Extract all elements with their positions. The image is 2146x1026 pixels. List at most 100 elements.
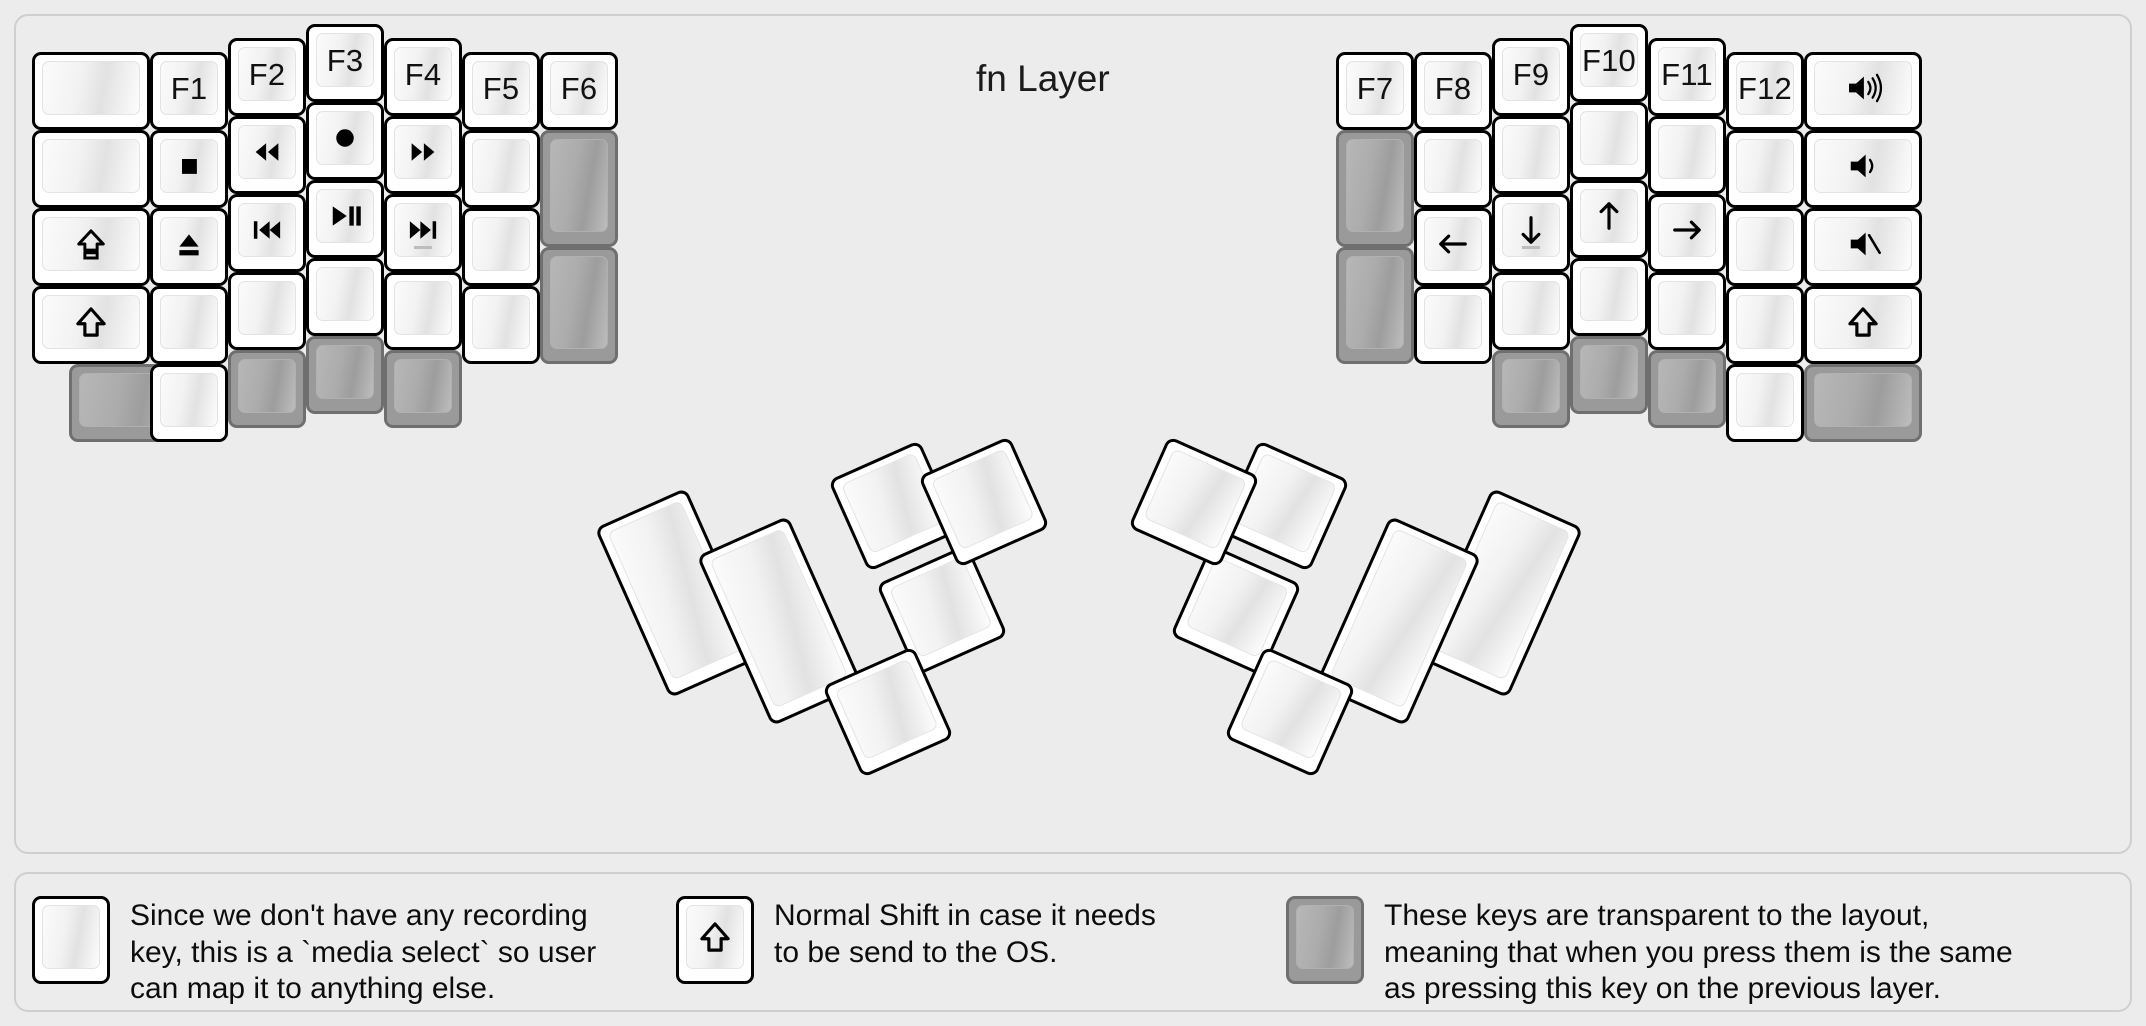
blank-key[interactable] <box>1414 130 1492 208</box>
transparent-key[interactable] <box>306 336 384 414</box>
legend-item: Normal Shift in case it needs to be send… <box>676 896 1156 984</box>
thumb-r5[interactable] <box>1127 435 1261 569</box>
transparent-key[interactable] <box>1336 247 1414 364</box>
keycap-face <box>238 203 296 257</box>
volume-up-icon[interactable] <box>1804 52 1922 130</box>
media-record-icon[interactable] <box>306 102 384 180</box>
keycap-face <box>1736 139 1794 193</box>
f11-key[interactable]: F11 <box>1648 38 1726 116</box>
transparent-key[interactable] <box>1648 350 1726 428</box>
blank-key[interactable] <box>462 208 540 286</box>
f7-key[interactable]: F7 <box>1336 52 1414 130</box>
keycap-face <box>1658 47 1716 101</box>
keycap-face <box>472 295 530 349</box>
transparent-key[interactable] <box>1336 130 1414 247</box>
blank-key[interactable] <box>462 286 540 364</box>
transparent-key[interactable] <box>540 247 618 364</box>
keycap-face <box>550 139 608 232</box>
blank-key[interactable] <box>1414 286 1492 364</box>
keycap-face <box>1502 47 1560 101</box>
keycap-face <box>930 448 1035 551</box>
keycap-face <box>472 139 530 193</box>
blank-key[interactable] <box>1726 364 1804 442</box>
blank-key[interactable] <box>1570 258 1648 336</box>
keycap-face <box>160 217 218 271</box>
keycap-face <box>1502 281 1560 335</box>
media-eject-icon[interactable] <box>150 208 228 286</box>
caps-lock-icon[interactable] <box>32 208 150 286</box>
media-prev-track-icon[interactable] <box>228 194 306 272</box>
media-next-track-icon[interactable] <box>384 194 462 272</box>
keycap-face <box>316 345 374 399</box>
transparent-key[interactable] <box>540 130 618 247</box>
f2-key[interactable]: F2 <box>228 38 306 116</box>
keycap-face <box>1424 139 1482 193</box>
legend-key-glyph <box>694 916 736 958</box>
media-stop-icon[interactable] <box>150 130 228 208</box>
keycap-face <box>1296 905 1354 969</box>
keycap-face <box>238 359 296 413</box>
volume-down-icon[interactable] <box>1804 130 1922 208</box>
blank-key[interactable] <box>150 286 228 364</box>
blank-key[interactable] <box>228 272 306 350</box>
keycap-face <box>1502 359 1560 413</box>
blank-key[interactable] <box>1570 102 1648 180</box>
blank-key[interactable] <box>1492 116 1570 194</box>
volume-mute-icon[interactable] <box>1804 208 1922 286</box>
transparent-key[interactable] <box>1804 364 1922 442</box>
keycap-face <box>42 295 140 349</box>
transparent-key[interactable] <box>1570 336 1648 414</box>
f8-key[interactable]: F8 <box>1414 52 1492 130</box>
keycap-face <box>1346 61 1404 115</box>
blank-icon <box>1286 896 1364 984</box>
keycap-face <box>1233 452 1338 555</box>
f5-key[interactable]: F5 <box>462 52 540 130</box>
keycap-face <box>160 373 218 427</box>
keycap-face <box>160 139 218 193</box>
keycap-face <box>1580 33 1638 87</box>
legend-item: Since we don't have any recording key, t… <box>32 896 596 1008</box>
shift-icon[interactable] <box>32 286 150 364</box>
keycap-face <box>316 111 374 165</box>
keycap-face <box>550 61 608 115</box>
legend-item: These keys are transparent to the layout… <box>1286 896 2013 1008</box>
blank-key[interactable] <box>306 258 384 336</box>
keycap-face <box>1502 125 1560 179</box>
f1-key[interactable]: F1 <box>150 52 228 130</box>
arrow-up-icon[interactable] <box>1570 180 1648 258</box>
blank-key[interactable] <box>1492 272 1570 350</box>
blank-key[interactable] <box>462 130 540 208</box>
blank-key[interactable] <box>1726 130 1804 208</box>
arrow-left-icon[interactable] <box>1414 208 1492 286</box>
transparent-key[interactable] <box>1492 350 1570 428</box>
blank-key[interactable] <box>1726 286 1804 364</box>
f9-key[interactable]: F9 <box>1492 38 1570 116</box>
keycap-face <box>1814 373 1912 427</box>
media-fast-forward-icon[interactable] <box>384 116 462 194</box>
transparent-key[interactable] <box>384 350 462 428</box>
shift-icon[interactable] <box>1804 286 1922 364</box>
keycap-face <box>394 359 452 413</box>
transparent-key[interactable] <box>228 350 306 428</box>
media-rewind-icon[interactable] <box>228 116 306 194</box>
blank-key[interactable] <box>384 272 462 350</box>
f6-key[interactable]: F6 <box>540 52 618 130</box>
arrow-right-icon[interactable] <box>1648 194 1726 272</box>
blank-key[interactable] <box>150 364 228 442</box>
blank-key[interactable] <box>1726 208 1804 286</box>
homing-bar <box>1522 246 1540 249</box>
f3-key[interactable]: F3 <box>306 24 384 102</box>
keycap-face <box>1580 111 1638 165</box>
blank-key[interactable] <box>32 130 150 208</box>
blank-key[interactable] <box>1648 116 1726 194</box>
f4-key[interactable]: F4 <box>384 38 462 116</box>
f10-key[interactable]: F10 <box>1570 24 1648 102</box>
keycap-face <box>1814 295 1912 349</box>
thumb-l5[interactable] <box>917 435 1051 569</box>
blank-key[interactable] <box>1648 272 1726 350</box>
media-play-pause-icon[interactable] <box>306 180 384 258</box>
f12-key[interactable]: F12 <box>1726 52 1804 130</box>
arrow-down-icon[interactable] <box>1492 194 1570 272</box>
blank-key[interactable] <box>32 52 150 130</box>
